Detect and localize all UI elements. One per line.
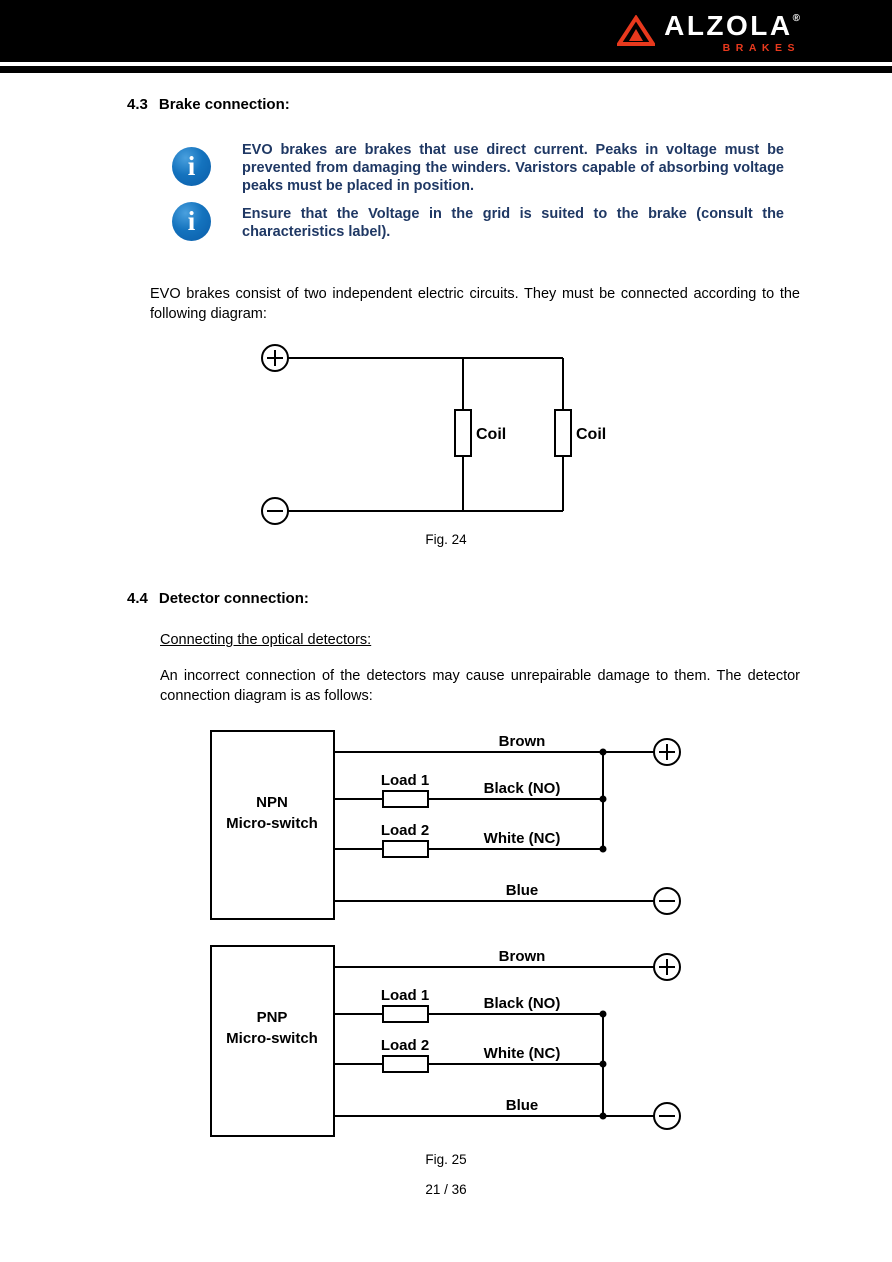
junction-dot bbox=[599, 845, 607, 853]
section-title: Detector connection: bbox=[158, 590, 309, 607]
brown-wire-label: Brown bbox=[499, 733, 546, 750]
brand-logo: ALZOLA® BRAKES bbox=[617, 11, 800, 54]
npn-switch-box bbox=[210, 730, 335, 920]
coil2-symbol bbox=[554, 409, 572, 457]
negative-terminal-icon bbox=[653, 1102, 681, 1130]
section-number: 4.4 bbox=[127, 590, 148, 607]
registered-mark: ® bbox=[792, 13, 800, 24]
load2-symbol bbox=[382, 1055, 429, 1073]
page-number: 21 / 36 bbox=[425, 1182, 467, 1197]
brand-name-row: ALZOLA® bbox=[664, 11, 800, 41]
load1-label: Load 1 bbox=[381, 987, 429, 1004]
detector-intro-paragraph: An incorrect connection of the detectors… bbox=[160, 668, 800, 704]
section-title: Brake connection: bbox=[158, 96, 290, 113]
negative-terminal-icon bbox=[261, 497, 289, 525]
detector-subheading: Connecting the optical detectors: bbox=[160, 632, 372, 648]
junction-dot bbox=[599, 795, 607, 803]
negative-terminal-icon bbox=[653, 887, 681, 915]
black-no-label: Black (NO) bbox=[484, 995, 561, 1012]
brand-text: ALZOLA® BRAKES bbox=[664, 11, 800, 55]
blue-wire-label: Blue bbox=[506, 1097, 539, 1114]
device-label-line2: Micro-switch bbox=[226, 815, 318, 832]
coil1-symbol bbox=[454, 409, 472, 457]
info-icon: i bbox=[172, 147, 211, 186]
info-icon-glyph: i bbox=[187, 206, 196, 236]
load2-label: Load 2 bbox=[381, 1037, 429, 1054]
brand-name: ALZOLA bbox=[664, 10, 793, 41]
coil1-label: Coil bbox=[476, 426, 506, 443]
white-nc-label: White (NC) bbox=[484, 830, 561, 847]
black-no-label: Black (NO) bbox=[484, 780, 561, 797]
load2-label: Load 2 bbox=[381, 822, 429, 839]
junction-dot bbox=[599, 1010, 607, 1018]
brake-circuit-diagram: Coil Coil bbox=[261, 344, 606, 525]
coil2-label: Coil bbox=[576, 426, 606, 443]
note-text: Ensure that the Voltage in the grid is s… bbox=[242, 206, 784, 240]
fig25-caption: Fig. 25 bbox=[425, 1152, 467, 1167]
info-icon-glyph: i bbox=[187, 151, 196, 181]
positive-terminal-icon bbox=[653, 953, 681, 981]
load1-symbol bbox=[382, 790, 429, 808]
junction-dot bbox=[599, 1060, 607, 1068]
section-heading-4-3: 4.3 Brake connection: bbox=[127, 96, 290, 113]
load1-symbol bbox=[382, 1005, 429, 1023]
section-number: 4.3 bbox=[127, 96, 148, 113]
info-icon: i bbox=[172, 202, 211, 241]
brown-wire-label: Brown bbox=[499, 948, 546, 965]
header-bar: ALZOLA® BRAKES bbox=[0, 0, 892, 62]
white-nc-label: White (NC) bbox=[484, 1045, 561, 1062]
brand-triangle-icon bbox=[617, 15, 656, 46]
load1-label: Load 1 bbox=[381, 772, 429, 789]
npn-wiring-diagram: NPN Micro-switch Brown Load 1 Black (NO)… bbox=[210, 730, 681, 920]
device-label-line1: NPN bbox=[256, 794, 288, 811]
positive-terminal-icon bbox=[653, 738, 681, 766]
fig24-caption: Fig. 24 bbox=[425, 532, 467, 547]
blue-wire-label: Blue bbox=[506, 882, 539, 899]
note-text: EVO brakes are brakes that use direct cu… bbox=[242, 142, 784, 194]
positive-terminal-icon bbox=[261, 344, 289, 372]
section-heading-4-4: 4.4 Detector connection: bbox=[127, 590, 309, 607]
load2-symbol bbox=[382, 840, 429, 858]
brake-intro-paragraph: EVO brakes consist of two independent el… bbox=[150, 286, 800, 322]
header-rule bbox=[0, 66, 892, 73]
brand-subtitle: BRAKES bbox=[722, 42, 800, 54]
pnp-switch-box bbox=[210, 945, 335, 1137]
device-label-line1: PNP bbox=[257, 1009, 288, 1026]
junction-dot bbox=[599, 748, 607, 756]
device-label-line2: Micro-switch bbox=[226, 1030, 318, 1047]
pnp-wiring-diagram: PNP Micro-switch Brown Load 1 Black (NO)… bbox=[210, 945, 681, 1137]
